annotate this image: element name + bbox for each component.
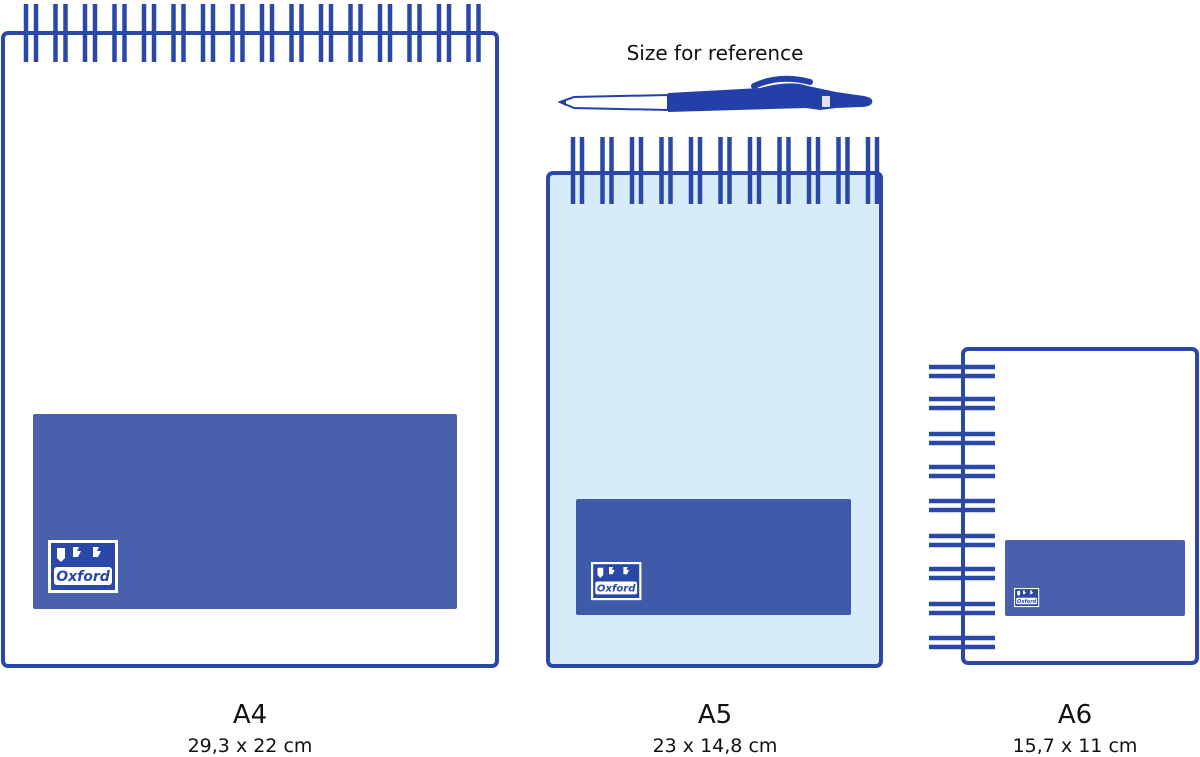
oxford-logo: Oxford xyxy=(48,540,118,593)
notebook-a6-spiral xyxy=(929,364,995,650)
notebook-a4-cover-block xyxy=(33,414,457,609)
size-label-a4: A4 xyxy=(232,700,268,730)
notebook-a6-cover-block xyxy=(1005,540,1185,616)
notebook-a6: Oxford xyxy=(929,347,1199,665)
oxford-logo: Oxford xyxy=(591,562,642,601)
oxford-logo-text: Oxford xyxy=(1017,599,1037,605)
dimensions-a5: 23 x 14,8 cm xyxy=(652,735,778,757)
notebook-a5-cover-block xyxy=(576,499,851,615)
size-label-a6: A6 xyxy=(1057,700,1093,730)
notebook-a5-spiral xyxy=(570,137,880,204)
pen-illustration xyxy=(557,75,873,112)
dimensions-a6: 15,7 x 11 cm xyxy=(1012,735,1138,757)
oxford-logo: Oxford xyxy=(1014,588,1040,608)
dimensions-a4: 29,3 x 22 cm xyxy=(187,735,313,757)
notebook-a4: Oxford xyxy=(1,4,499,668)
size-label-a5: A5 xyxy=(697,700,733,730)
reference-label: Size for reference xyxy=(626,41,804,65)
notebook-a5: Oxford xyxy=(546,137,883,668)
oxford-logo-text: Oxford xyxy=(56,569,111,585)
oxford-logo-text: Oxford xyxy=(597,584,636,595)
notebook-a4-spiral xyxy=(23,4,481,62)
